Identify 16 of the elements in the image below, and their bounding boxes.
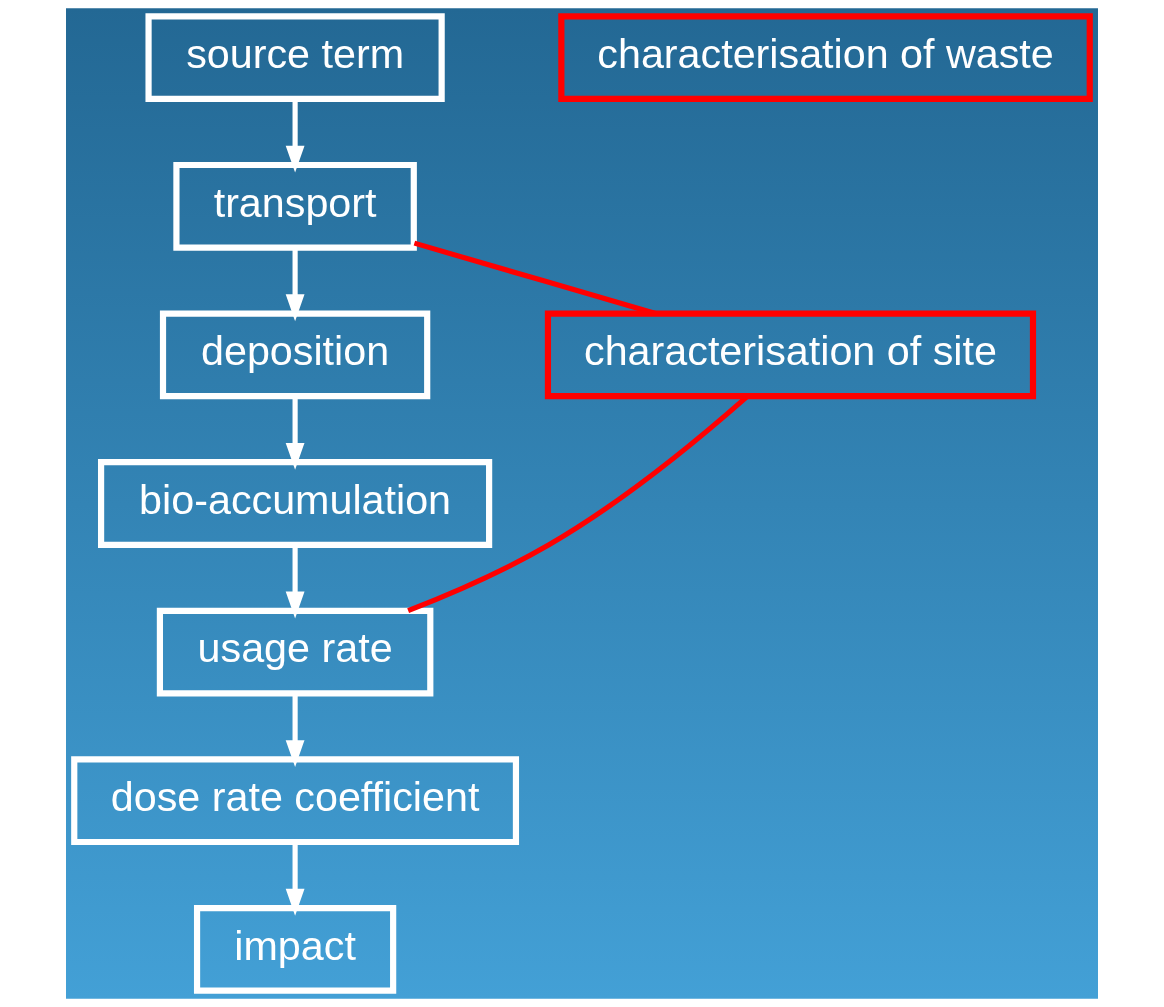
node-box: usage rate xyxy=(156,607,434,697)
node-box: deposition xyxy=(159,310,431,400)
node-box: bio-accumulation xyxy=(98,459,493,548)
arrow xyxy=(285,99,305,173)
node-box: impact xyxy=(193,904,397,994)
arrow xyxy=(285,842,305,916)
node-box: characterisation of waste xyxy=(558,13,1093,103)
node-box: characterisation of site xyxy=(544,310,1037,400)
node-box: dose rate coefficient xyxy=(71,756,520,846)
node-box: transport xyxy=(173,161,417,251)
node-box: source term xyxy=(145,13,445,103)
arrow xyxy=(285,396,305,470)
arrow xyxy=(285,247,305,322)
arrow xyxy=(285,545,305,619)
arrow xyxy=(285,693,305,768)
connector xyxy=(413,240,657,316)
